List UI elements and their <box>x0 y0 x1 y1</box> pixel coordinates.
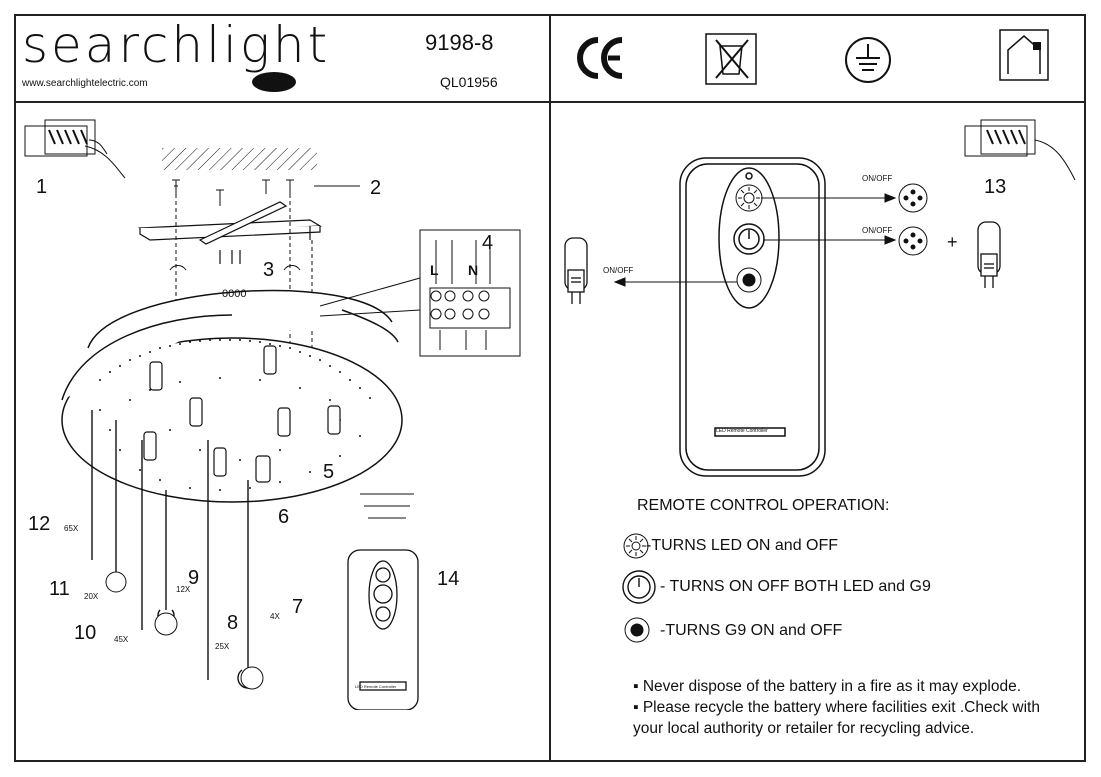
on-off-label-2: ON/OFF <box>862 226 893 235</box>
qty-12: 65X <box>64 524 79 533</box>
weee-bin-icon <box>705 33 757 85</box>
qty-8: 25X <box>215 642 230 651</box>
bulb-icon-button <box>736 267 762 293</box>
terminal-block-icon-right <box>964 119 1076 181</box>
step-5-label: 5 <box>323 461 335 483</box>
step-8-label: 8 <box>227 612 239 634</box>
step-2-label: 2 <box>370 177 382 199</box>
led-star-icon-button <box>735 184 763 212</box>
battery-note-1: ▪ Never dispose of the battery in a fire… <box>633 678 1022 695</box>
step-3-label: 3 <box>263 259 275 281</box>
assembly-diagram <box>24 119 521 710</box>
terminal-live-label: L <box>430 262 439 278</box>
bulb-icon <box>624 617 650 643</box>
power-icon-button <box>733 223 765 255</box>
step-14-label: 14 <box>437 568 460 590</box>
qty-11: 20X <box>84 592 99 601</box>
remote-diagram <box>564 119 1076 477</box>
step-13-label: 13 <box>984 176 1007 198</box>
step-12-label: 12 <box>28 513 51 535</box>
fixture-code-label: 0000 <box>222 288 247 300</box>
terminal-connector-detail <box>319 229 521 357</box>
g9-sockets <box>143 345 341 483</box>
led-bulb-icon-1 <box>898 183 928 213</box>
terminal-block-icon <box>24 119 126 179</box>
step-10-label: 10 <box>74 622 97 644</box>
step-9-label: 9 <box>188 567 200 589</box>
terminal-neutral-label: N <box>468 262 479 278</box>
operation-item-3: -TURNS G9 ON and OFF <box>660 622 843 639</box>
qty-10: 45X <box>114 635 129 644</box>
header-divider <box>14 101 1086 103</box>
remote-model-label: LED Remote Controller <box>716 428 768 434</box>
logo-shadow <box>252 72 296 92</box>
plus-sign: + <box>947 232 958 252</box>
g9-bulb-icon-left <box>564 237 588 304</box>
remote-operation-heading: REMOTE CONTROL OPERATION: <box>637 497 890 514</box>
battery-note-3: your local authority or retailer for rec… <box>633 720 975 737</box>
led-star-icon <box>623 533 649 559</box>
operation-icons <box>622 533 656 643</box>
on-off-label-1: ON/OFF <box>862 174 893 183</box>
step-6-label: 6 <box>278 506 290 528</box>
earth-ground-icon <box>845 37 891 83</box>
operation-item-1: -TURNS LED ON and OFF <box>646 537 839 554</box>
ceiling-hatch <box>162 148 317 170</box>
step-1-label: 1 <box>36 176 48 198</box>
website-url: www.searchlightelectric.com <box>22 78 148 89</box>
mount-level-icon <box>360 493 414 519</box>
fixture-dots <box>99 339 371 491</box>
fixture-canopy <box>61 289 403 503</box>
g9-bulb-icon-right <box>977 221 1001 288</box>
ceiling-screws <box>172 179 294 206</box>
model-number: 9198-8 <box>425 30 494 55</box>
crystal-balls <box>105 571 264 690</box>
certification-icons <box>577 29 1049 85</box>
ce-mark-icon <box>577 37 623 79</box>
power-icon <box>622 570 656 604</box>
reference-code: QL01956 <box>440 74 498 90</box>
step-4-label: 4 <box>482 232 494 254</box>
operation-item-2: - TURNS ON OFF BOTH LED and G9 <box>660 578 931 595</box>
step-11-label: 11 <box>49 578 70 600</box>
remote-control-small <box>347 549 419 710</box>
mounting-bracket <box>137 201 323 264</box>
small-remote-label: LED Remote Controller <box>355 684 397 689</box>
column-divider <box>549 14 551 762</box>
indoor-use-icon <box>999 29 1049 81</box>
on-off-label-3: ON/OFF <box>603 266 634 275</box>
qty-7: 4X <box>270 612 280 621</box>
battery-note-2: ▪ Please recycle the battery where facil… <box>633 699 1040 716</box>
qty-9: 12X <box>176 585 191 594</box>
led-bulb-icon-2 <box>898 226 928 256</box>
brand-logo-text: searchlight <box>22 16 331 74</box>
step-7-label: 7 <box>292 596 304 618</box>
